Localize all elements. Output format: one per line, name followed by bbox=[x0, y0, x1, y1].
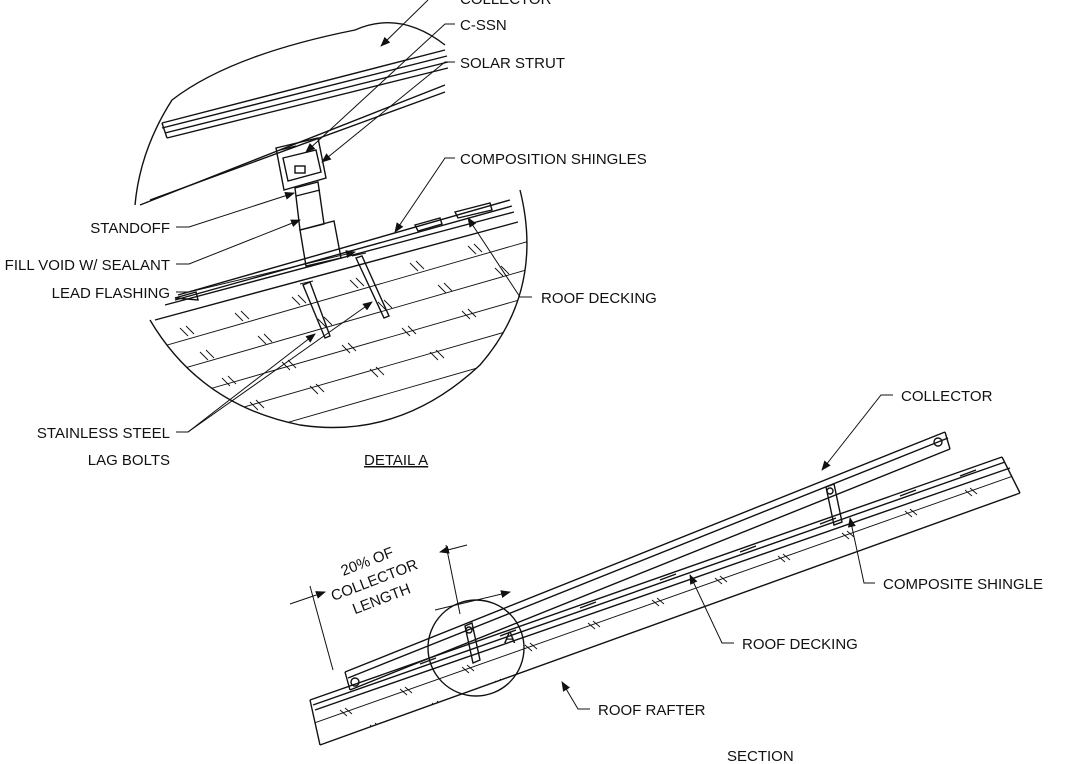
detail-a-rail-lower-2 bbox=[149, 91, 446, 201]
detail-a-fill-void-label: FILL VOID W/ SEALANT bbox=[5, 257, 170, 274]
detail-a-lag-bolts-label-line1: STAINLESS STEEL bbox=[37, 425, 170, 442]
detail-a-lead-flashing-label: LEAD FLASHING bbox=[52, 285, 170, 302]
section-roof-decking-label: ROOF DECKING bbox=[742, 636, 858, 653]
detail-a-leaders bbox=[176, 0, 532, 433]
section-leaders bbox=[561, 394, 893, 710]
detail-a-c-ssn-label: C-SSN bbox=[460, 17, 507, 34]
detail-a-collector-panel bbox=[161, 49, 449, 139]
section-dimension bbox=[289, 544, 468, 671]
section-dimension-text: 20% OF COLLECTOR LENGTH bbox=[329, 544, 421, 618]
detail-a-roof-layers bbox=[154, 199, 519, 321]
detail-a-title: DETAIL A bbox=[364, 452, 428, 469]
detail-a-roof-decking-label: ROOF DECKING bbox=[541, 290, 657, 307]
section-roof-hatch bbox=[310, 469, 1020, 732]
detail-a-lag-bolts-label-line2: LAG BOLTS bbox=[88, 452, 170, 469]
detail-a-roof-bubble bbox=[149, 189, 528, 429]
detail-a-standoff-label: STANDOFF bbox=[90, 220, 170, 237]
section-roof-bottom bbox=[319, 492, 1021, 746]
detail-a-composition-shingles-label: COMPOSITION SHINGLES bbox=[460, 151, 647, 168]
section-collector-label: COLLECTOR bbox=[901, 388, 993, 405]
section-collector-panel bbox=[344, 431, 951, 691]
detail-a-roof-hatch bbox=[150, 237, 527, 428]
detail-a-collector-label: COLLECTOR bbox=[460, 0, 552, 8]
section-callout-label: A bbox=[504, 628, 516, 647]
section-callout-arrow bbox=[434, 590, 511, 611]
section-roof-rafter-label: ROOF RAFTER bbox=[598, 702, 706, 719]
detail-a-solar-strut-label: SOLAR STRUT bbox=[460, 55, 565, 72]
section-composite-shingle-label: COMPOSITE SHINGLE bbox=[883, 576, 1043, 593]
detail-a: COLLECTOR C-SSN SOLAR STRUT COMPOSITION … bbox=[5, 0, 657, 469]
section-standoffs bbox=[464, 483, 843, 664]
detail-a-solar-strut bbox=[275, 137, 327, 191]
section-title: SECTION bbox=[727, 748, 794, 764]
detail-a-upper-bubble bbox=[134, 22, 446, 206]
detail-a-standoff bbox=[294, 181, 342, 267]
section: A 20% OF COLLECTOR LENGTH COLLECTOR COMP… bbox=[289, 388, 1043, 764]
detail-a-lag-bolts bbox=[299, 252, 390, 339]
